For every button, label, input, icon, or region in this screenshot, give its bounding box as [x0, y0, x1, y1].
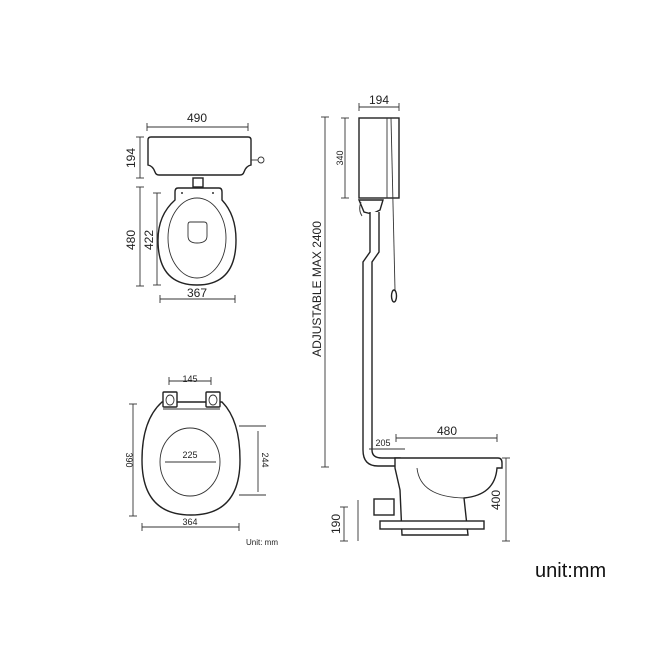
dim-seat-width: 364	[182, 517, 197, 527]
dim-cistern-height: 194	[124, 148, 138, 168]
dim-cistern-width: 490	[187, 111, 207, 125]
seat-unit-label: Unit: mm	[246, 538, 278, 547]
dim-seat-length: 422	[142, 230, 156, 250]
dim-adjustable-height: ADJUSTABLE MAX 2400	[310, 221, 324, 357]
unit-label: unit:mm	[535, 560, 607, 582]
dim-opening-width: 225	[182, 450, 197, 460]
seat-outline	[141, 401, 241, 516]
dim-cistern-height: 340	[335, 150, 345, 165]
dim-hinge-spacing: 145	[182, 374, 197, 384]
dim-pan-length: 480	[124, 230, 138, 250]
dim-pan-width: 367	[187, 286, 207, 300]
dim-pan-projection: 480	[437, 424, 457, 438]
seat-view: 145 225 390 244 364	[124, 374, 270, 531]
side-view: ADJUSTABLE MAX 2400 194 340 205 480	[310, 93, 510, 542]
dim-opening-length: 244	[260, 452, 270, 467]
dim-pan-height: 400	[489, 490, 503, 510]
top-view: 490 194 480 422 367	[124, 111, 265, 303]
pan-outline	[157, 187, 237, 286]
dim-outlet-height: 190	[329, 514, 343, 534]
dim-flush-offset: 205	[375, 438, 390, 448]
dim-cistern-depth: 194	[369, 93, 389, 107]
cistern-top	[147, 136, 252, 176]
dim-seat-length: 390	[124, 452, 134, 467]
